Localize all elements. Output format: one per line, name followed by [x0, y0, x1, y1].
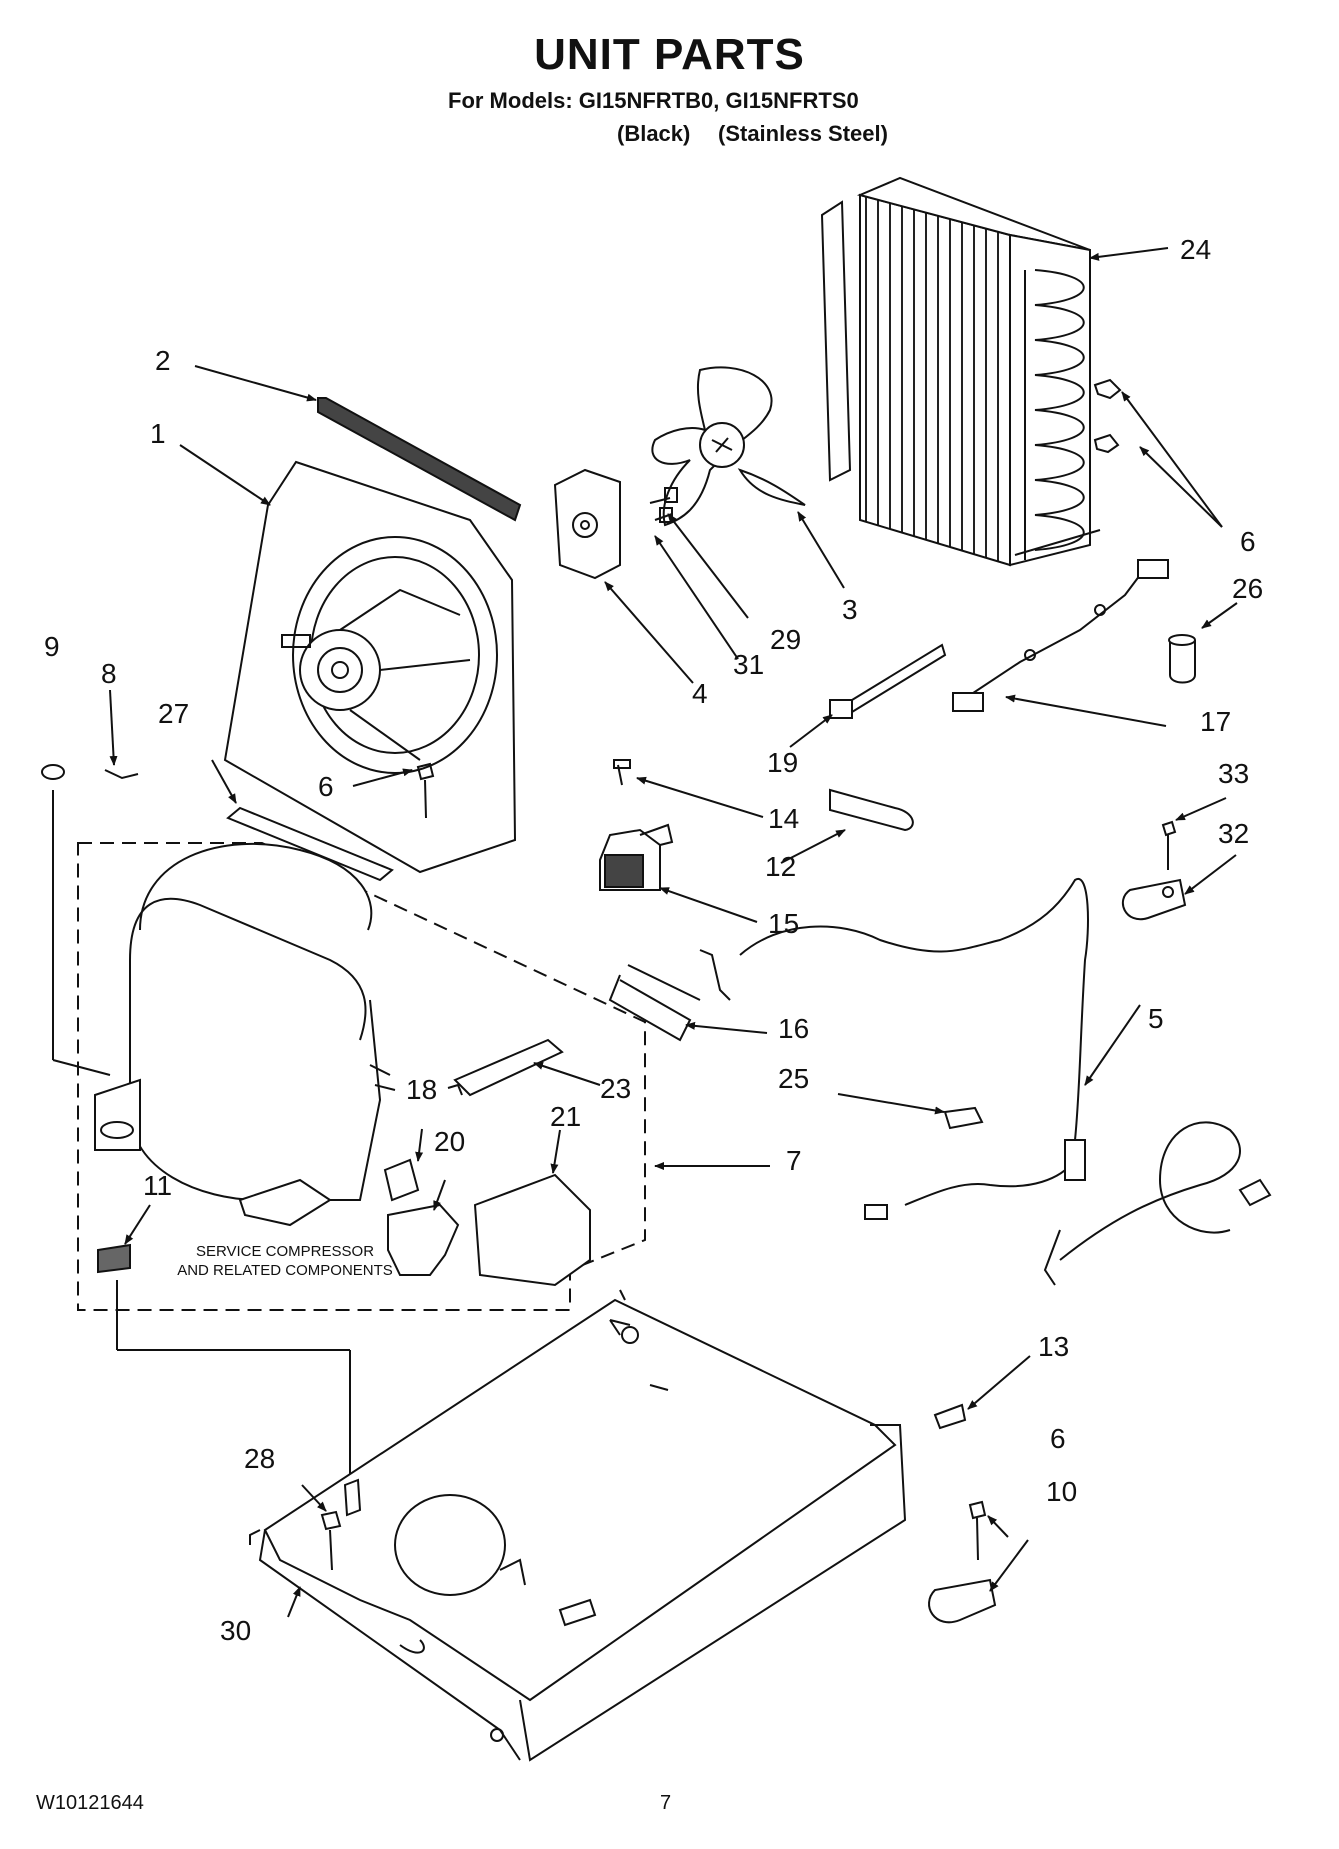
callout-1: 1	[150, 418, 166, 449]
fan-motor-part	[553, 468, 678, 580]
callout-13: 13	[1038, 1331, 1070, 1362]
doc-number: W10121644	[36, 1792, 144, 1814]
screw-6-lower-part	[968, 1500, 987, 1561]
gasket-strip-part	[317, 397, 522, 522]
callout-10: 10	[1046, 1476, 1078, 1507]
overload-part	[383, 1158, 420, 1202]
variant-stainless: (Stainless Steel)	[718, 121, 888, 146]
callout-33: 33	[1218, 758, 1250, 789]
clip-part	[943, 1106, 984, 1130]
callout-25: 25	[778, 1063, 810, 1094]
harness-part	[952, 559, 1169, 712]
screw-6-shroud-part	[416, 762, 435, 819]
service-note: SERVICE COMPRESSOR AND RELATED COMPONENT…	[150, 1242, 420, 1280]
callout-21: 21	[550, 1101, 582, 1132]
drier-part	[453, 1038, 564, 1097]
clip-8-part	[104, 769, 139, 780]
callout-15: 15	[768, 908, 800, 939]
callout-19: 19	[767, 747, 799, 778]
callout-28: 28	[244, 1443, 276, 1474]
models-line: For Models: GI15NFRTB0, GI15NFRTS0	[448, 88, 859, 113]
compressor-part	[94, 842, 396, 1227]
fan-blade-part	[651, 366, 806, 527]
callout-9: 9	[44, 631, 60, 662]
callout-2: 2	[155, 345, 171, 376]
clamp-32-part	[1121, 878, 1187, 921]
bracket-part	[608, 949, 731, 1042]
callout-30: 30	[220, 1615, 252, 1646]
callout-16: 16	[778, 1013, 810, 1044]
callout-26: 26	[1232, 573, 1264, 604]
cover-part	[473, 1173, 591, 1287]
tube-part	[829, 788, 914, 832]
callout-20: 20	[434, 1126, 466, 1157]
power-harness-part	[739, 877, 1272, 1286]
clamp-10-part	[928, 1578, 997, 1624]
callout-12: 12	[765, 851, 797, 882]
callout-4: 4	[692, 678, 708, 709]
screw-13-part	[933, 1403, 967, 1430]
relay-part	[599, 759, 674, 891]
start-device-part	[387, 1203, 460, 1276]
callout-11: 11	[143, 1170, 173, 1201]
page-title: UNIT PARTS	[534, 30, 805, 79]
condenser-part	[820, 176, 1122, 567]
callout-27: 27	[158, 698, 190, 729]
grommet-part	[97, 1243, 131, 1274]
screw-33-part	[1161, 820, 1177, 870]
callout-8: 8	[101, 658, 117, 689]
service-note-line2: AND RELATED COMPONENTS	[177, 1262, 393, 1279]
callout-5: 5	[1148, 1003, 1164, 1034]
callout-32: 32	[1218, 818, 1250, 849]
callout-3: 3	[842, 594, 858, 625]
callout-14: 14	[768, 803, 800, 834]
capacitor-part	[1168, 634, 1196, 684]
callout-6-shroud: 6	[318, 771, 334, 802]
cable-tie-part	[829, 643, 947, 719]
variant-black: (Black)	[617, 121, 691, 146]
service-note-line1: SERVICE COMPRESSOR	[195, 1243, 375, 1260]
callout-17: 17	[1200, 706, 1232, 737]
callout-7: 7	[786, 1145, 802, 1176]
callout-18: 18	[406, 1074, 438, 1105]
callout-29: 29	[770, 624, 802, 655]
callout-31: 31	[733, 649, 765, 680]
callout-6-condenser: 6	[1240, 526, 1256, 557]
screw-28-part	[320, 1510, 342, 1571]
base-pan-part	[249, 1289, 907, 1762]
fan-shroud-part	[223, 460, 517, 874]
washer-part	[41, 764, 65, 780]
callout-6-base: 6	[1050, 1423, 1066, 1454]
callout-23: 23	[600, 1073, 632, 1104]
page-number: 7	[660, 1792, 672, 1814]
callout-24: 24	[1180, 234, 1212, 265]
leader-lines	[109, 247, 1238, 1618]
